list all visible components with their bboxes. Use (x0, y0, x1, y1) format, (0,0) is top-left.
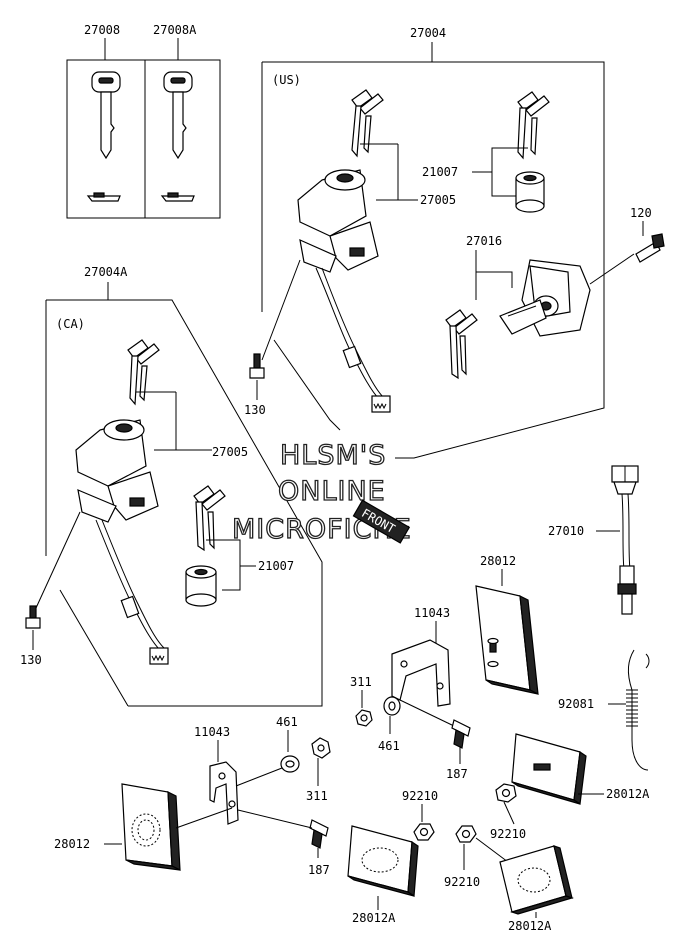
washer-461-upper-icon (383, 696, 401, 716)
label-120: 120 (630, 206, 652, 220)
nut-311-lower-icon (311, 737, 331, 759)
label-311-lower: 311 (306, 789, 328, 803)
label-130-ca: 130 (20, 653, 42, 667)
bolt-130-ca-icon (25, 605, 41, 629)
sensor-27010-icon (611, 465, 639, 615)
nut-92210-low-icon (455, 825, 477, 843)
nut-92210-right-icon (495, 783, 517, 803)
mounting-bracket-upper-icon (391, 639, 451, 707)
cylinder-keys-us-icon (517, 91, 550, 160)
pad-28012A-mid-group: 28012A (347, 825, 419, 925)
label-11043-lower: 11043 (194, 725, 230, 739)
bolt-130-us-icon (249, 353, 265, 379)
nut-92210-mid-icon (413, 823, 435, 841)
label-27016: 27016 (466, 234, 502, 248)
switch-keys-ca-icon (127, 339, 160, 406)
label-311-upper: 311 (350, 675, 372, 689)
label-187-lower: 187 (308, 863, 330, 877)
label-28012A-right: 28012A (606, 787, 650, 801)
spring-92081-group: 92081 (558, 649, 650, 771)
switch-keys-us-icon (351, 89, 384, 158)
label-27010: 27010 (548, 524, 584, 538)
label-28012-upper: 28012 (480, 554, 516, 568)
pad-28012A-low-group: 28012A (499, 845, 574, 933)
ca-assembly-group: 27004A (CA) 27005 (20, 265, 323, 707)
rubber-pad-28012-lower-icon (121, 783, 181, 871)
key-blanks-group: 27008 27008A (66, 23, 221, 219)
label-27004: 27004 (410, 26, 446, 40)
us-assembly-group: 27004 (US) 27005 (244, 26, 665, 459)
label-92081: 92081 (558, 697, 594, 711)
label-21007-ca: 21007 (258, 559, 294, 573)
bolt-120-icon (635, 233, 665, 263)
watermark-group: HLSM'S ONLINE MICROFICHE (231, 439, 411, 545)
watermark-line-1: HLSM'S (280, 440, 386, 471)
key-27008-icon (86, 71, 121, 202)
label-28012A-mid: 28012A (352, 911, 396, 925)
rubber-pad-28012A-right-icon (511, 733, 587, 806)
label-27004A: 27004A (84, 265, 128, 279)
label-461-lower: 461 (276, 715, 298, 729)
spring-92081-icon (626, 649, 650, 771)
label-28012A-low: 28012A (508, 919, 552, 933)
pad-28012A-right-group: 28012A (511, 733, 650, 806)
bolt-187-lower-icon (309, 819, 329, 849)
label-21007-us: 21007 (422, 165, 458, 179)
label-us-region: (US) (272, 73, 301, 87)
label-28012-lower: 28012 (54, 837, 90, 851)
pad-28012-lower-group: 28012 (54, 783, 181, 871)
pad-28012-upper-group: 28012 (475, 554, 539, 696)
label-27005-us: 27005 (420, 193, 456, 207)
label-92210-mid: 92210 (402, 789, 438, 803)
washer-461-lower-icon (280, 755, 300, 773)
key-blank-box (66, 59, 221, 219)
bracket-11043-lower-group: 11043 (194, 725, 239, 825)
sensor-27010-group: 27010 (548, 465, 639, 615)
cylinder-keys-ca-icon (193, 485, 226, 552)
ignition-switch-ca-icon (75, 419, 169, 665)
nut-311-upper-icon (355, 709, 373, 727)
ignition-switch-us-icon (297, 169, 391, 413)
label-187-upper: 187 (446, 767, 468, 781)
label-461-upper: 461 (378, 739, 400, 753)
label-130-us: 130 (244, 403, 266, 417)
label-27008A: 27008A (153, 23, 197, 37)
key-cylinder-us-icon (515, 171, 545, 213)
label-ca-region: (CA) (56, 317, 85, 331)
rubber-pad-28012-upper-icon (475, 585, 539, 696)
bolt-187-upper-icon (451, 719, 471, 749)
label-27005-ca: 27005 (212, 445, 248, 459)
label-92210-low: 92210 (444, 875, 480, 889)
rubber-pad-28012A-low-icon (499, 845, 574, 915)
lock-keys-27016-icon (445, 309, 478, 380)
key-27008A-icon (160, 71, 195, 202)
rubber-pad-28012A-mid-icon (347, 825, 419, 898)
helmet-lock-27016-icon (499, 259, 591, 337)
label-11043-upper: 11043 (414, 606, 450, 620)
label-27008: 27008 (84, 23, 120, 37)
watermark-line-2: ONLINE (278, 476, 386, 507)
bracket-11043-upper-group: 11043 (391, 606, 451, 707)
label-92210-right: 92210 (490, 827, 526, 841)
key-cylinder-ca-icon (185, 565, 217, 607)
